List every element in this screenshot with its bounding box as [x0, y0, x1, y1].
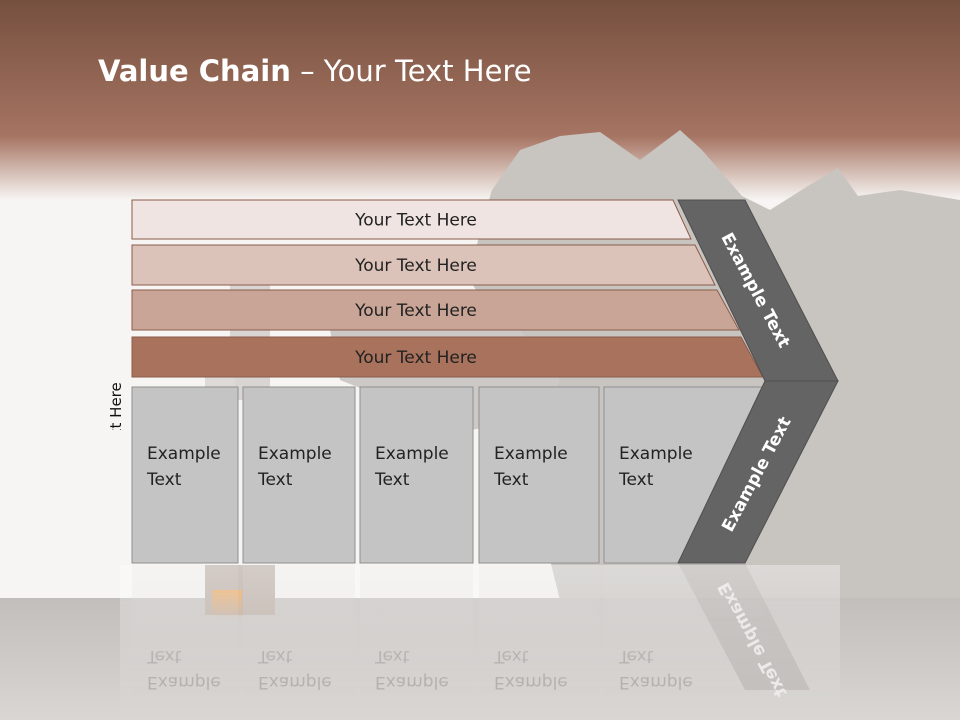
column-box-1: [131, 386, 239, 564]
column-label-1-line1: Example: [147, 444, 221, 464]
row-label-4: Your Text Here: [354, 348, 477, 368]
header-band: [0, 0, 960, 200]
column-label-4-line1: Example: [494, 444, 568, 464]
column-label-5-line2: Text: [618, 470, 654, 490]
column-label-4-line2: Text: [493, 470, 529, 490]
column-label-3-line1: Example: [375, 444, 449, 464]
slide-title: Value Chain – Your Text Here: [98, 54, 532, 88]
row-bar-2: [131, 244, 716, 286]
row-label-2: Your Text Here: [354, 256, 477, 276]
column-label-2-line1: Example: [258, 444, 332, 464]
row-bar-1: [131, 199, 692, 240]
chevron-lower-arm: [677, 380, 839, 564]
column-label-3-line2: Text: [374, 470, 410, 490]
column-label-1-line2: Text: [146, 470, 182, 490]
side-label: Your Text Here: [107, 382, 125, 430]
column-label-2-line2: Text: [257, 470, 293, 490]
row-label-1: Your Text Here: [354, 211, 477, 231]
reflection-fade: [120, 565, 840, 720]
column-box-2: [242, 386, 356, 564]
title-rest: – Your Text Here: [290, 54, 532, 88]
column-label-5-line1: Example: [619, 444, 693, 464]
column-box-3: [359, 386, 474, 564]
column-box-4: [478, 386, 600, 564]
title-bold: Value Chain: [98, 54, 291, 88]
row-bar-3: [131, 289, 740, 331]
row-label-3: Your Text Here: [354, 301, 477, 321]
